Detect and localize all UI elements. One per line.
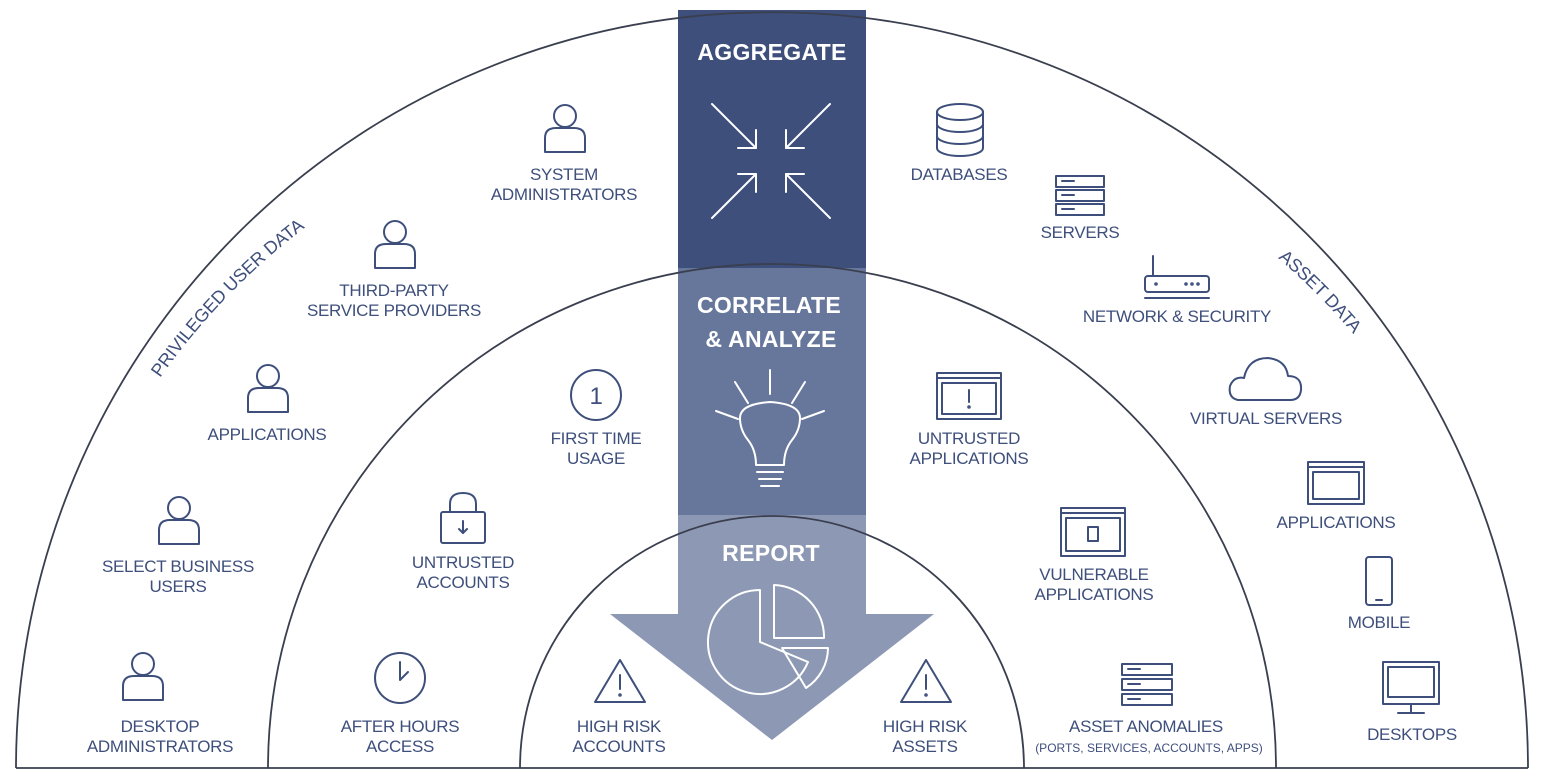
applications-right-label: APPLICATIONS: [1277, 513, 1396, 532]
applications-left-item: APPLICATIONS: [208, 364, 327, 444]
high-risk-accounts-line2: ACCOUNTS: [573, 737, 666, 756]
person-icon: [158, 496, 200, 545]
after-hours-access-item: AFTER HOURS ACCESS: [341, 652, 460, 756]
high-risk-assets-item: HIGH RISK ASSETS: [883, 659, 968, 756]
first-time-line2: USAGE: [567, 449, 625, 468]
mobile-phone-icon: [1365, 556, 1393, 606]
converge-arrows-icon: [711, 103, 831, 219]
router-icon: [1144, 255, 1210, 299]
report-arrow: [610, 515, 934, 740]
middle-ring: [267, 263, 1277, 769]
lightbulb-icon: [715, 369, 825, 487]
desktop-admins-line1: DESKTOP: [121, 717, 200, 736]
high-risk-accounts-item: HIGH RISK ACCOUNTS: [573, 659, 666, 756]
stage-correlate-line2: & ANALYZE: [705, 326, 836, 352]
number-one-icon: [570, 369, 622, 421]
applications-right-item: APPLICATIONS: [1277, 461, 1396, 532]
person-icon: [122, 652, 164, 701]
untrusted-accounts-line2: ACCOUNTS: [417, 573, 510, 592]
after-hours-line2: ACCESS: [366, 737, 434, 756]
vulnerable-apps-line2: APPLICATIONS: [1035, 585, 1154, 604]
stage-aggregate: AGGREGATE: [697, 39, 846, 65]
databases-item: DATABASES: [911, 103, 1008, 184]
app-window-icon: [1307, 461, 1365, 505]
outer-ring: [15, 11, 1529, 769]
warning-window-icon: [936, 372, 1002, 420]
virtual-servers-item: VIRTUAL SERVERS: [1190, 357, 1342, 428]
business-users-line2: USERS: [149, 577, 206, 596]
untrusted-accounts-line1: UNTRUSTED: [412, 553, 514, 572]
third-party-line1: THIRD-PARTY: [339, 281, 448, 300]
correlate-band: [678, 268, 866, 518]
high-risk-accounts-line1: HIGH RISK: [577, 717, 662, 736]
desktops-item: DESKTOPS: [1367, 661, 1457, 744]
server-icon: [1055, 175, 1105, 216]
vulnerable-apps-line1: VULNERABLE: [1039, 565, 1148, 584]
vulnerable-window-icon: [1060, 507, 1126, 557]
desktop-monitor-icon: [1382, 661, 1440, 714]
desktop-administrators-item: DESKTOP ADMINISTRATORS: [87, 652, 233, 756]
system-administrators-item: SYSTEM ADMINISTRATORS: [491, 104, 637, 204]
warning-icon: [594, 659, 646, 703]
business-users-line1: SELECT BUSINESS: [102, 557, 254, 576]
third-party-line2: SERVICE PROVIDERS: [307, 301, 481, 320]
untrusted-applications-item: UNTRUSTED APPLICATIONS: [910, 372, 1029, 468]
untrusted-apps-line1: UNTRUSTED: [918, 429, 1020, 448]
mobile-item: MOBILE: [1348, 556, 1411, 632]
databases-label: DATABASES: [911, 165, 1008, 184]
high-risk-assets-line1: HIGH RISK: [883, 717, 968, 736]
database-icon: [936, 103, 984, 157]
warning-icon: [900, 659, 952, 703]
untrusted-accounts-item: UNTRUSTED ACCOUNTS: [412, 492, 514, 592]
asset-anomalies-sub: (PORTS, SERVICES, ACCOUNTS, APPS): [1035, 741, 1263, 755]
clock-icon: [374, 652, 426, 704]
mobile-label: MOBILE: [1348, 613, 1410, 632]
arc-title-asset-data: ASSET DATA: [1275, 246, 1365, 337]
applications-left-label: APPLICATIONS: [208, 425, 327, 444]
first-time-usage-item: 1 FIRST TIME USAGE: [551, 369, 642, 468]
stage-report: REPORT: [722, 540, 820, 566]
lock-icon: [440, 492, 486, 544]
system-administrators-line2: ADMINISTRATORS: [491, 185, 637, 204]
stage-correlate-line1: CORRELATE: [697, 292, 841, 318]
person-icon: [247, 364, 289, 413]
high-risk-assets-line2: ASSETS: [892, 737, 957, 756]
desktops-label: DESKTOPS: [1367, 725, 1457, 744]
servers-label: SERVERS: [1041, 223, 1120, 242]
person-icon: [374, 220, 416, 269]
after-hours-line1: AFTER HOURS: [341, 717, 460, 736]
aggregate-band: [678, 10, 866, 272]
vulnerable-applications-item: VULNERABLE APPLICATIONS: [1035, 507, 1154, 604]
first-time-badge: 1: [589, 383, 602, 410]
servers-item: SERVERS: [1041, 175, 1120, 242]
cloud-icon: [1228, 357, 1303, 401]
arc-title-privileged-user-data: PRIVILEGED USER DATA: [147, 215, 308, 380]
asset-anomalies-item: ASSET ANOMALIES (PORTS, SERVICES, ACCOUN…: [1035, 663, 1263, 755]
person-icon: [544, 104, 586, 153]
virtual-servers-label: VIRTUAL SERVERS: [1190, 409, 1342, 428]
asset-anomalies-label: ASSET ANOMALIES: [1069, 717, 1223, 736]
first-time-line1: FIRST TIME: [551, 429, 642, 448]
third-party-providers-item: THIRD-PARTY SERVICE PROVIDERS: [307, 220, 481, 320]
server-icon: [1121, 663, 1173, 706]
network-security-label: NETWORK & SECURITY: [1083, 307, 1271, 326]
untrusted-apps-line2: APPLICATIONS: [910, 449, 1029, 468]
desktop-admins-line2: ADMINISTRATORS: [87, 737, 233, 756]
system-administrators-line1: SYSTEM: [530, 165, 598, 184]
inner-ring: [519, 515, 1025, 769]
select-business-users-item: SELECT BUSINESS USERS: [102, 496, 254, 596]
network-security-item: NETWORK & SECURITY: [1083, 255, 1271, 326]
pie-chart-icon: [707, 584, 829, 695]
